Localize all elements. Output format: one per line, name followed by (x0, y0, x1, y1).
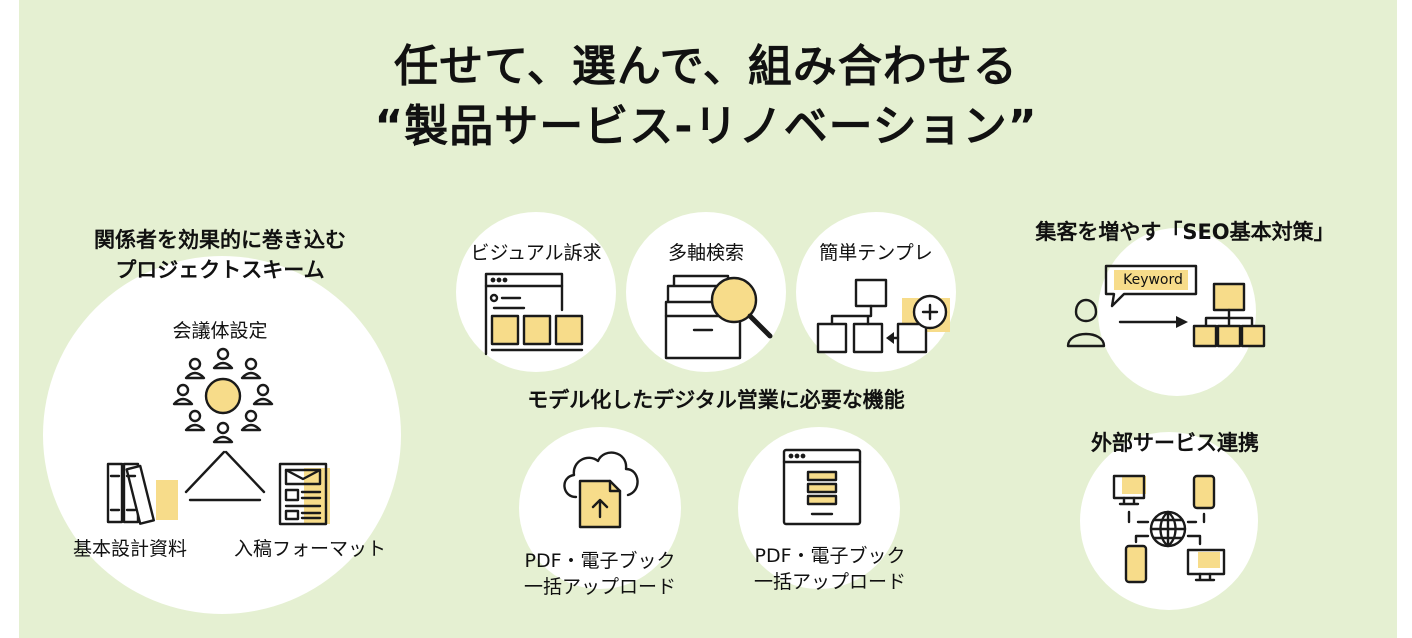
feature-label-visual: ビジュアル訴求 (470, 242, 602, 264)
main-title-line1: 任せて、選んで、組み合わせる (394, 41, 1018, 92)
connection-triangle (184, 450, 266, 502)
submission-format-label: 入稿フォーマット (233, 538, 386, 560)
visual-appeal-circle (456, 212, 616, 372)
upload-2-label-line1: PDF・電子ブック (754, 545, 906, 567)
browser-document-icon (782, 448, 862, 526)
visual-layout-icon (484, 272, 584, 356)
cloud-upload-icon (563, 451, 639, 529)
format-sheet-icon (278, 462, 330, 526)
project-scheme-circle (43, 256, 401, 614)
digital-sales-functions-heading: モデル化したデジタル営業に必要な機能 (527, 388, 905, 412)
meeting-setup-label: 会議体設定 (172, 320, 268, 342)
upload-1-label-line2: 一括アップロード (523, 576, 676, 598)
drawer-search-icon (664, 274, 773, 360)
project-scheme-heading-line2: プロジェクトスキーム (115, 258, 325, 282)
binders-icon (106, 462, 178, 525)
keyword-bubble-text: Keyword (1123, 272, 1183, 288)
seo-keyword-icon (1066, 264, 1266, 348)
upload-2-label-line2: 一括アップロード (753, 571, 906, 593)
feature-label-search: 多軸検索 (667, 242, 744, 264)
integration-heading: 外部サービス連携 (1091, 431, 1259, 455)
feature-label-template: 簡単テンプレ (819, 242, 933, 264)
basic-design-docs-label: 基本設計資料 (72, 538, 187, 560)
seo-heading: 集客を増やす「SEO基本対策」 (1035, 220, 1335, 244)
upload-1-label-line1: PDF・電子ブック (524, 550, 676, 572)
main-title-line2: “製品サービス-リノベーション” (374, 101, 1038, 152)
template-blocks-icon (816, 278, 950, 354)
external-integration-icon (1112, 474, 1226, 584)
meeting-people-icon (172, 347, 274, 444)
project-scheme-heading-line1: 関係者を効果的に巻き込む (94, 228, 346, 252)
